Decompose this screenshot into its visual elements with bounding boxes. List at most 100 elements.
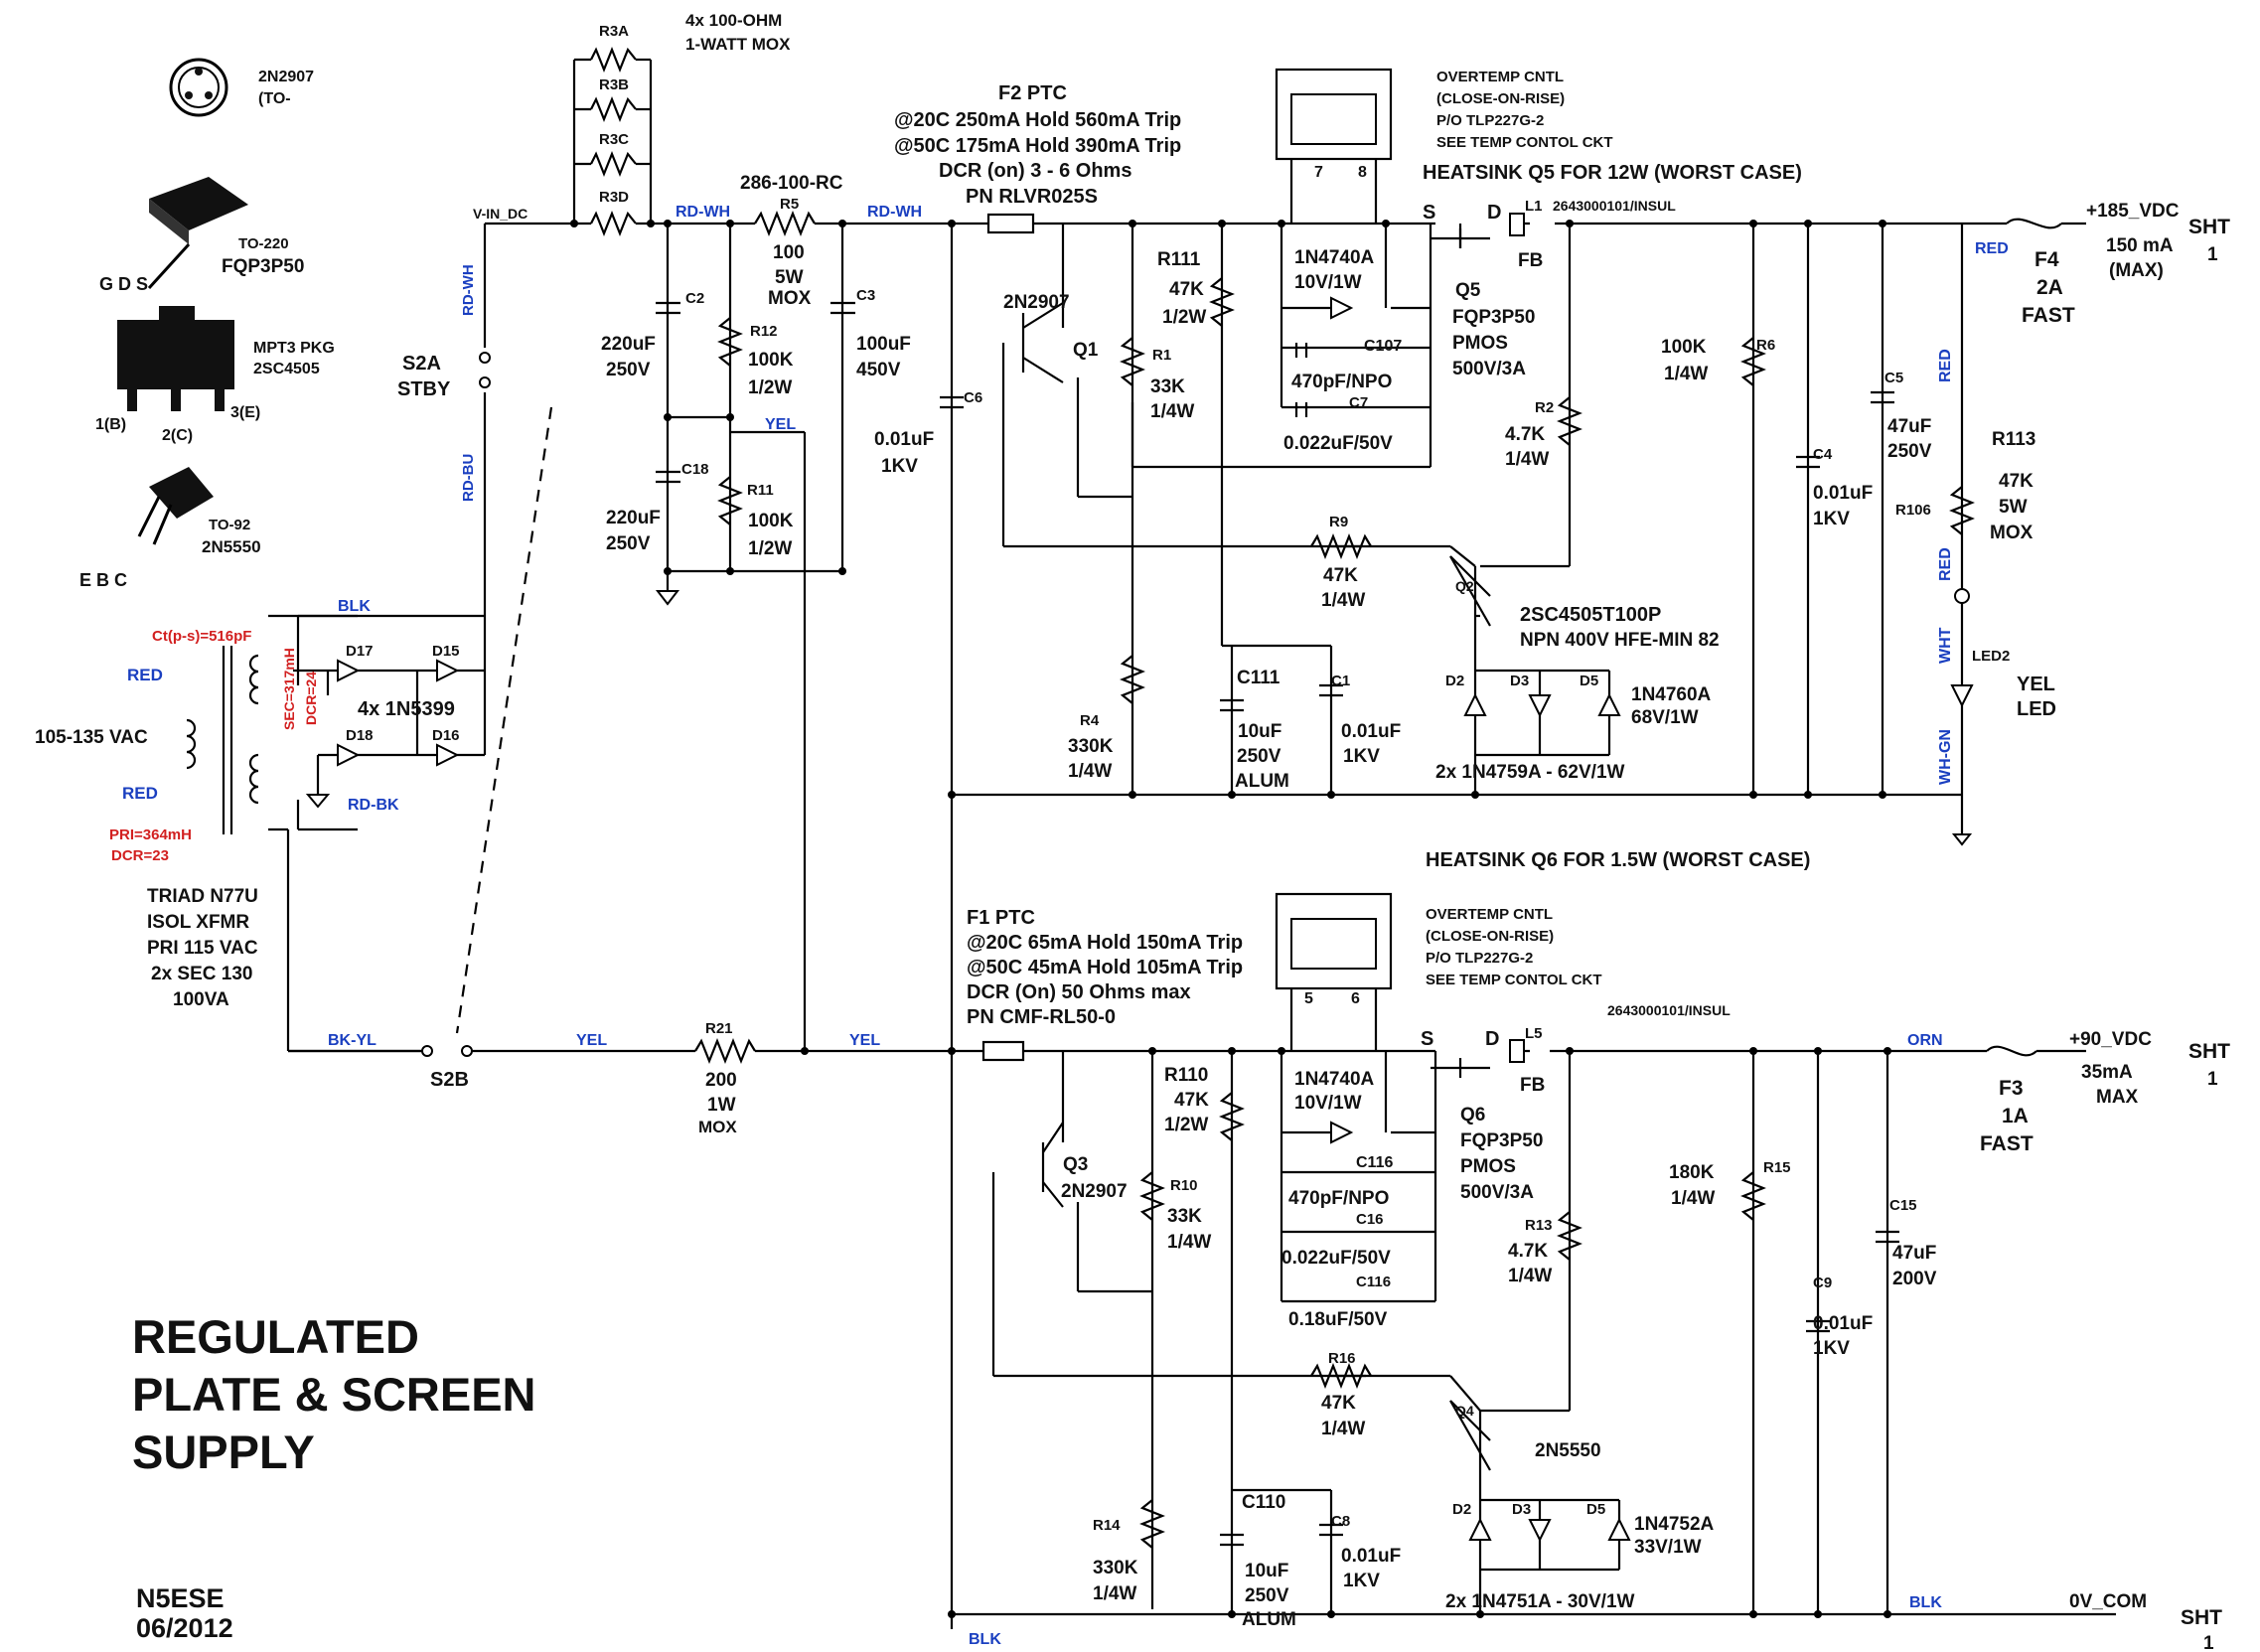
- wire-yel-b1: YEL: [576, 1032, 607, 1049]
- r5-watt: 5W: [775, 267, 804, 288]
- sec-dcr: DCR=24: [303, 672, 319, 725]
- c5-label: C5: [1884, 370, 1903, 386]
- r1-label: R1: [1152, 347, 1171, 364]
- r111-value: 47K: [1169, 279, 1204, 300]
- f1-line-4: DCR (On) 50 Ohms max: [967, 981, 1191, 1003]
- c1-label: C1: [1331, 673, 1350, 689]
- sht-mid: SHT: [2188, 1040, 2230, 1063]
- r4-value: 330K: [1068, 736, 1114, 757]
- c3-volt: 450V: [856, 360, 901, 380]
- q6-source: S: [1421, 1028, 1433, 1050]
- r21-value: 200: [705, 1070, 737, 1091]
- c7-value: 0.022uF/50V: [1283, 433, 1393, 454]
- author-date: 06/2012: [136, 1613, 233, 1643]
- c111-volt: 250V: [1237, 746, 1281, 767]
- r12-label: R12: [750, 323, 778, 340]
- r113-type: MOX: [1990, 523, 2034, 543]
- c9-volt: 1KV: [1813, 1338, 1850, 1359]
- c6-value: 0.01uF: [874, 429, 934, 450]
- vin-dc-label: V-IN_DC: [473, 206, 527, 222]
- r15-watt: 1/4W: [1671, 1188, 1715, 1209]
- heatsink-q6: HEATSINK Q6 FOR 1.5W (WORST CASE): [1426, 849, 1810, 871]
- r113-label: R113: [1992, 429, 2035, 450]
- r11-watt: 1/2W: [748, 538, 792, 559]
- sec-inductance: SEC=317mH: [281, 648, 297, 730]
- author-call: N5ESE: [136, 1583, 225, 1613]
- output-90v: +90_VDC: [2069, 1029, 2152, 1050]
- wiring: [268, 58, 2116, 1629]
- top-regulator-labels: R3A R3B R3C R3D 4x 100-OHM 1-WATT MOX RD…: [599, 11, 2230, 792]
- d5-top-part: 1N4760A: [1631, 684, 1712, 705]
- xfmr-line-2: ISOL XFMR: [147, 912, 249, 933]
- wire-red-out: RED: [1975, 240, 2009, 257]
- sht-bot-num: 1: [2203, 1633, 2214, 1652]
- heatsink-q5: HEATSINK Q5 FOR 12W (WORST CASE): [1423, 162, 1802, 184]
- r21-label: R21: [705, 1020, 733, 1037]
- to92-part: 2N5550: [202, 537, 261, 556]
- r16-label: R16: [1328, 1350, 1356, 1367]
- output-185v: +185_VDC: [2086, 201, 2180, 222]
- r113-value: 47K: [1999, 471, 2034, 492]
- f3-type: FAST: [1980, 1132, 2034, 1155]
- r21-watt: 1W: [707, 1095, 736, 1116]
- r11-value: 100K: [748, 511, 794, 531]
- led2-label: LED2: [1972, 648, 2010, 665]
- bottom-regulator-labels: HEATSINK Q6 FOR 1.5W (WORST CASE) OVERTE…: [576, 849, 2230, 1652]
- r1-watt: 1/4W: [1150, 401, 1194, 422]
- q6-drain: D: [1485, 1028, 1499, 1050]
- pin-7: 7: [1314, 164, 1323, 181]
- zener-q5-value: 10V/1W: [1294, 272, 1362, 293]
- output-185v-max: (MAX): [2109, 260, 2164, 281]
- c110-type: ALUM: [1242, 1609, 1296, 1630]
- s2a-label: S2A: [402, 353, 441, 375]
- to220-part: FQP3P50: [222, 256, 304, 277]
- r11-label: R11: [747, 482, 774, 499]
- r4-watt: 1/4W: [1068, 761, 1112, 782]
- bridge-diodes: 4x 1N5399: [358, 698, 455, 720]
- ct-cap: Ct(p-s)=516pF: [152, 628, 251, 645]
- r9-label: R9: [1329, 514, 1348, 530]
- r2-label: R2: [1535, 399, 1554, 416]
- wire-rdwh-1: RD-WH: [676, 204, 730, 221]
- f1-line-5: PN CMF-RL50-0: [967, 1006, 1116, 1028]
- c9-value: 0.01uF: [1813, 1313, 1873, 1334]
- mpt3-package-icon: [117, 306, 234, 411]
- wire-rdbu-vertical: RD-BU: [460, 454, 477, 502]
- ebc-pins: E B C: [79, 570, 127, 590]
- r3-note-2: 1-WATT MOX: [685, 35, 791, 54]
- l5-fb: FB: [1520, 1075, 1545, 1096]
- r3b-label: R3B: [599, 76, 629, 93]
- c18-volt: 250V: [606, 533, 651, 554]
- c15-volt: 200V: [1892, 1269, 1937, 1289]
- l1-label: L1: [1525, 198, 1543, 215]
- title-line-2: PLATE & SCREEN: [132, 1368, 536, 1421]
- c1-volt: 1KV: [1343, 746, 1380, 767]
- ot-bot-line-3: P/O TLP227G-2: [1426, 950, 1533, 967]
- sht-bot: SHT: [2181, 1606, 2222, 1629]
- q5-part: FQP3P50: [1452, 307, 1535, 328]
- xfmr-line-5: 100VA: [173, 989, 229, 1010]
- c2-label: C2: [685, 290, 704, 307]
- c116b-label: C116: [1356, 1274, 1391, 1290]
- r6-label: R6: [1756, 337, 1775, 354]
- c2-value: 220uF: [601, 334, 656, 355]
- to220-package-icon: [147, 177, 248, 290]
- c3-value: 100uF: [856, 334, 911, 355]
- d16-label: D16: [432, 727, 460, 744]
- f2-line-1: F2 PTC: [998, 82, 1067, 104]
- q6-rating: 500V/3A: [1460, 1182, 1534, 1203]
- wire-rdwh-vertical: RD-WH: [460, 264, 477, 316]
- zener-q6-value: 10V/1W: [1294, 1093, 1362, 1114]
- c107-label: C107: [1364, 338, 1402, 355]
- zeners-bot: 2x 1N4751A - 30V/1W: [1445, 1591, 1635, 1612]
- r12-watt: 1/2W: [748, 377, 792, 398]
- r106-label: R106: [1895, 502, 1931, 519]
- q5-source: S: [1423, 202, 1435, 224]
- r113-watt: 5W: [1999, 497, 2028, 518]
- title-line-3: SUPPLY: [132, 1426, 315, 1478]
- ot-bot-line-4: SEE TEMP CONTOL CKT: [1426, 972, 1602, 988]
- d5-bot-value: 33V/1W: [1634, 1537, 1702, 1558]
- input-vac: 105-135 VAC: [35, 727, 148, 748]
- r110-value: 47K: [1174, 1090, 1209, 1111]
- q6-part: FQP3P50: [1460, 1130, 1543, 1151]
